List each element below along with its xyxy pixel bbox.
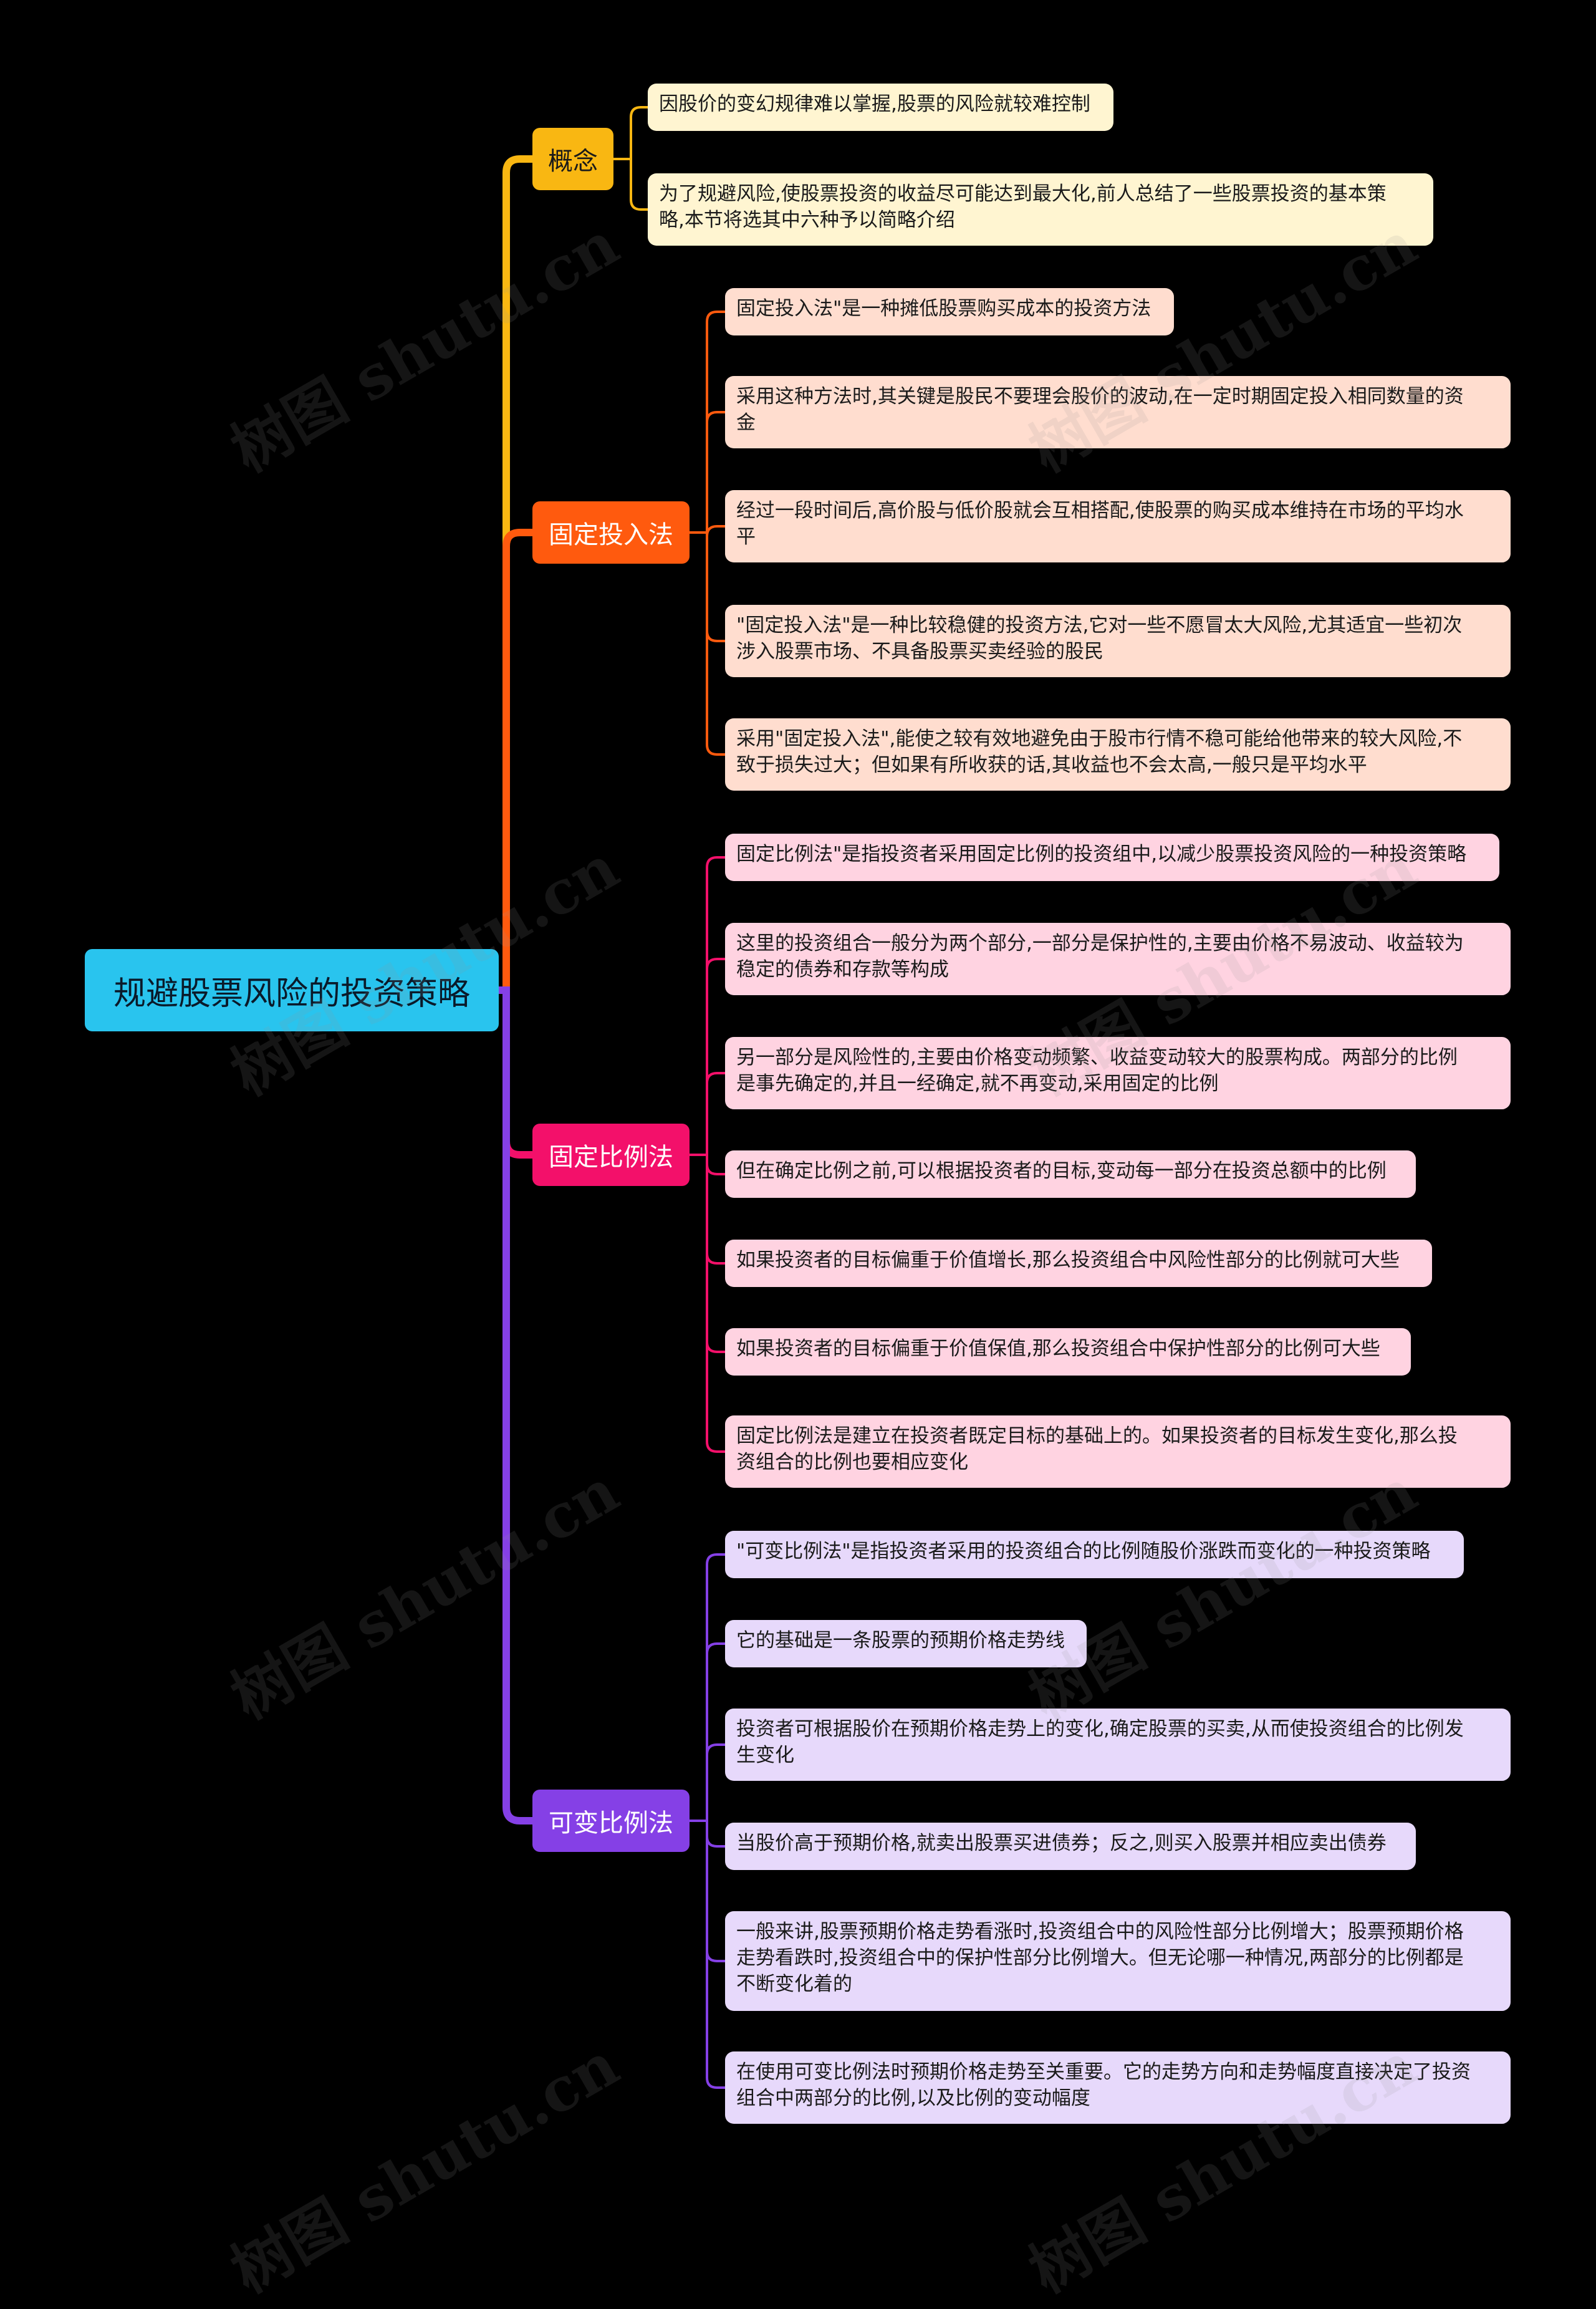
root-topic[interactable]: 规避股票风险的投资策略 bbox=[85, 949, 499, 1031]
leaf-variable-ratio-1[interactable]: "可变比例法"是指投资者采用的投资组合的比例随股价涨跌而变化的一种投资策略 bbox=[725, 1531, 1464, 1578]
leaf-text-line: 这里的投资组合一般分为两个部分,一部分是保护性的,主要由价格不易波动、收益较为 bbox=[736, 932, 1464, 955]
leaf-connector-fixed-ratio-6 bbox=[688, 1154, 726, 1453]
leaf-text-line: 生变化 bbox=[736, 1744, 794, 1767]
leaf-text-line: 致于损失过大；但如果有所收获的话,其收益也不会太高,一般只是平均水平 bbox=[736, 754, 1367, 776]
branch-fixed-invest[interactable]: 固定投入法 bbox=[532, 501, 690, 564]
leaf-text-line: 另一部分是风险性的,主要由价格变动频繁、收益变动较大的股票构成。两部分的比例 bbox=[736, 1046, 1458, 1069]
mindmap-connectors bbox=[495, 106, 726, 2089]
leaf-text-line: 金 bbox=[736, 412, 756, 434]
leaf-fixed-invest-4[interactable]: "固定投入法"是一种比较稳健的投资方法,它对一些不愿冒太大风险,尤其适宜一些初次… bbox=[725, 605, 1511, 677]
branch-label: 固定投入法 bbox=[549, 521, 673, 549]
leaf-connector-variable-ratio-0 bbox=[688, 1553, 726, 1822]
leaf-text-line: 平 bbox=[736, 526, 756, 548]
leaf-text-line: 采用这种方法时,其关键是股民不要理会股价的波动,在一定时期固定投入相同数量的资 bbox=[736, 385, 1464, 408]
trunk-connector-variable-ratio bbox=[495, 986, 536, 1825]
leaf-connector-fixed-ratio-2 bbox=[688, 1072, 726, 1156]
leaf-connector-concept-1 bbox=[612, 158, 649, 211]
leaf-text-line: 稳定的债券和存款等构成 bbox=[736, 958, 949, 981]
leaf-variable-ratio-2[interactable]: 它的基础是一条股票的预期价格走势线 bbox=[725, 1620, 1087, 1667]
leaf-fixed-ratio-3[interactable]: 另一部分是风险性的,主要由价格变动频繁、收益变动较大的股票构成。两部分的比例是事… bbox=[725, 1037, 1511, 1109]
leaf-fixed-invest-2[interactable]: 采用这种方法时,其关键是股民不要理会股价的波动,在一定时期固定投入相同数量的资金 bbox=[725, 376, 1511, 448]
leaf-variable-ratio-6[interactable]: 在使用可变比例法时预期价格走势至关重要。它的走势方向和走势幅度直接决定了投资组合… bbox=[725, 2051, 1511, 2124]
leaf-connector-variable-ratio-5 bbox=[688, 1820, 726, 2089]
leaf-text-line: 它的基础是一条股票的预期价格走势线 bbox=[736, 1629, 1065, 1652]
leaf-variable-ratio-4[interactable]: 当股价高于预期价格,就卖出股票买进债券；反之,则买入股票并相应卖出债券 bbox=[725, 1823, 1416, 1870]
leaf-variable-ratio-3[interactable]: 投资者可根据股价在预期价格走势上的变化,确定股票的买卖,从而使投资组合的比例发生… bbox=[725, 1709, 1511, 1781]
leaf-variable-ratio-5[interactable]: 一般来讲,股票预期价格走势看涨时,投资组合中的风险性部分比例增大；股票预期价格走… bbox=[725, 1911, 1511, 2011]
leaf-text-line: 因股价的变幻规律难以掌握,股票的风险就较难控制 bbox=[659, 93, 1090, 115]
leaf-text-line: 固定比例法是建立在投资者既定目标的基础上的。如果投资者的目标发生变化,那么投 bbox=[736, 1425, 1458, 1447]
branch-label: 可变比例法 bbox=[549, 1809, 673, 1838]
leaf-fixed-ratio-7[interactable]: 固定比例法是建立在投资者既定目标的基础上的。如果投资者的目标发生变化,那么投资组… bbox=[725, 1415, 1511, 1488]
leaf-text-line: 在使用可变比例法时预期价格走势至关重要。它的走势方向和走势幅度直接决定了投资 bbox=[736, 2061, 1471, 2083]
leaf-text-line: 当股价高于预期价格,就卖出股票买进债券；反之,则买入股票并相应卖出债券 bbox=[736, 1832, 1387, 1854]
root-topic-label: 规避股票风险的投资策略 bbox=[113, 975, 470, 1013]
leaf-text-line: 为了规避风险,使股票投资的收益尽可能达到最大化,前人总结了一些股票投资的基本策 bbox=[659, 183, 1387, 205]
branch-variable-ratio[interactable]: 可变比例法 bbox=[532, 1790, 690, 1852]
branch-fixed-ratio[interactable]: 固定比例法 bbox=[532, 1124, 690, 1186]
leaf-connector-fixed-invest-1 bbox=[688, 411, 726, 534]
leaf-fixed-ratio-5[interactable]: 如果投资者的目标偏重于价值增长,那么投资组合中风险性部分的比例就可大些 bbox=[725, 1240, 1432, 1287]
leaf-connector-concept-0 bbox=[612, 106, 649, 160]
leaf-fixed-invest-3[interactable]: 经过一段时间后,高价股与低价股就会互相搭配,使股票的购买成本维持在市场的平均水平 bbox=[725, 490, 1511, 562]
leaf-fixed-invest-5[interactable]: 采用"固定投入法",能使之较有效地避免由于股市行情不稳可能给他带来的较大风险,不… bbox=[725, 718, 1511, 791]
leaf-connector-fixed-invest-4 bbox=[688, 531, 726, 756]
leaf-concept-1[interactable]: 因股价的变幻规律难以掌握,股票的风险就较难控制 bbox=[648, 84, 1113, 131]
leaf-text-line: 是事先确定的,并且一经确定,就不再变动,采用固定的比例 bbox=[736, 1073, 1219, 1095]
branch-label: 概念 bbox=[548, 147, 598, 176]
leaf-connector-variable-ratio-2 bbox=[688, 1743, 726, 1822]
leaf-text-line: 一般来讲,股票预期价格走势看涨时,投资组合中的风险性部分比例增大；股票预期价格 bbox=[736, 1921, 1464, 1943]
leaf-text-line: 固定比例法"是指投资者采用固定比例的投资组中,以减少股票投资风险的一种投资策略 bbox=[736, 843, 1467, 865]
leaf-fixed-ratio-6[interactable]: 如果投资者的目标偏重于价值保值,那么投资组合中保护性部分的比例可大些 bbox=[725, 1328, 1411, 1376]
trunk-connector-fixed-invest bbox=[495, 529, 536, 994]
leaf-text-line: 不断变化着的 bbox=[736, 1973, 852, 1995]
branch-concept[interactable]: 概念 bbox=[532, 128, 613, 190]
leaf-text-line: 如果投资者的目标偏重于价值保值,那么投资组合中保护性部分的比例可大些 bbox=[736, 1338, 1380, 1360]
leaf-fixed-invest-1[interactable]: 固定投入法"是一种摊低股票购买成本的投资方法 bbox=[725, 288, 1174, 335]
leaf-text-line: 固定投入法"是一种摊低股票购买成本的投资方法 bbox=[736, 297, 1151, 320]
leaf-text-line: 涉入股票市场、不具备股票买卖经验的股民 bbox=[736, 640, 1103, 663]
leaf-text-line: 略,本节将选其中六种予以简略介绍 bbox=[659, 209, 955, 231]
leaf-connector-fixed-ratio-1 bbox=[688, 958, 726, 1156]
leaf-text-line: 采用"固定投入法",能使之较有效地避免由于股市行情不稳可能给他带来的较大风险,不 bbox=[736, 728, 1463, 750]
leaf-text-line: 走势看跌时,投资组合中的保护性部分比例增大。但无论哪一种情况,两部分的比例都是 bbox=[736, 1947, 1464, 1969]
leaf-connector-fixed-ratio-0 bbox=[688, 856, 726, 1156]
leaf-text-line: 投资者可根据股价在预期价格走势上的变化,确定股票的买卖,从而使投资组合的比例发 bbox=[736, 1718, 1464, 1740]
leaf-text-line: 但在确定比例之前,可以根据投资者的目标,变动每一部分在投资总额中的比例 bbox=[736, 1160, 1387, 1182]
leaf-text-line: 组合中两部分的比例,以及比例的变动幅度 bbox=[736, 2087, 1090, 2109]
leaf-fixed-ratio-1[interactable]: 固定比例法"是指投资者采用固定比例的投资组中,以减少股票投资风险的一种投资策略 bbox=[725, 834, 1499, 881]
leaf-fixed-ratio-2[interactable]: 这里的投资组合一般分为两个部分,一部分是保护性的,主要由价格不易波动、收益较为稳… bbox=[725, 923, 1511, 995]
leaf-text-line: "固定投入法"是一种比较稳健的投资方法,它对一些不愿冒太大风险,尤其适宜一些初次 bbox=[736, 614, 1463, 637]
leaf-text-line: "可变比例法"是指投资者采用的投资组合的比例随股价涨跌而变化的一种投资策略 bbox=[736, 1540, 1431, 1563]
leaf-fixed-ratio-4[interactable]: 但在确定比例之前,可以根据投资者的目标,变动每一部分在投资总额中的比例 bbox=[725, 1150, 1416, 1198]
leaf-connector-variable-ratio-1 bbox=[688, 1642, 726, 1822]
leaf-text-line: 资组合的比例也要相应变化 bbox=[736, 1451, 968, 1473]
leaf-text-line: 经过一段时间后,高价股与低价股就会互相搭配,使股票的购买成本维持在市场的平均水 bbox=[736, 499, 1464, 522]
leaf-text-line: 如果投资者的目标偏重于价值增长,那么投资组合中风险性部分的比例就可大些 bbox=[736, 1249, 1400, 1271]
branch-label: 固定比例法 bbox=[549, 1143, 673, 1172]
trunk-connector-concept bbox=[495, 155, 536, 994]
leaf-connector-fixed-invest-0 bbox=[688, 311, 726, 534]
leaf-concept-2[interactable]: 为了规避风险,使股票投资的收益尽可能达到最大化,前人总结了一些股票投资的基本策略… bbox=[648, 173, 1433, 246]
